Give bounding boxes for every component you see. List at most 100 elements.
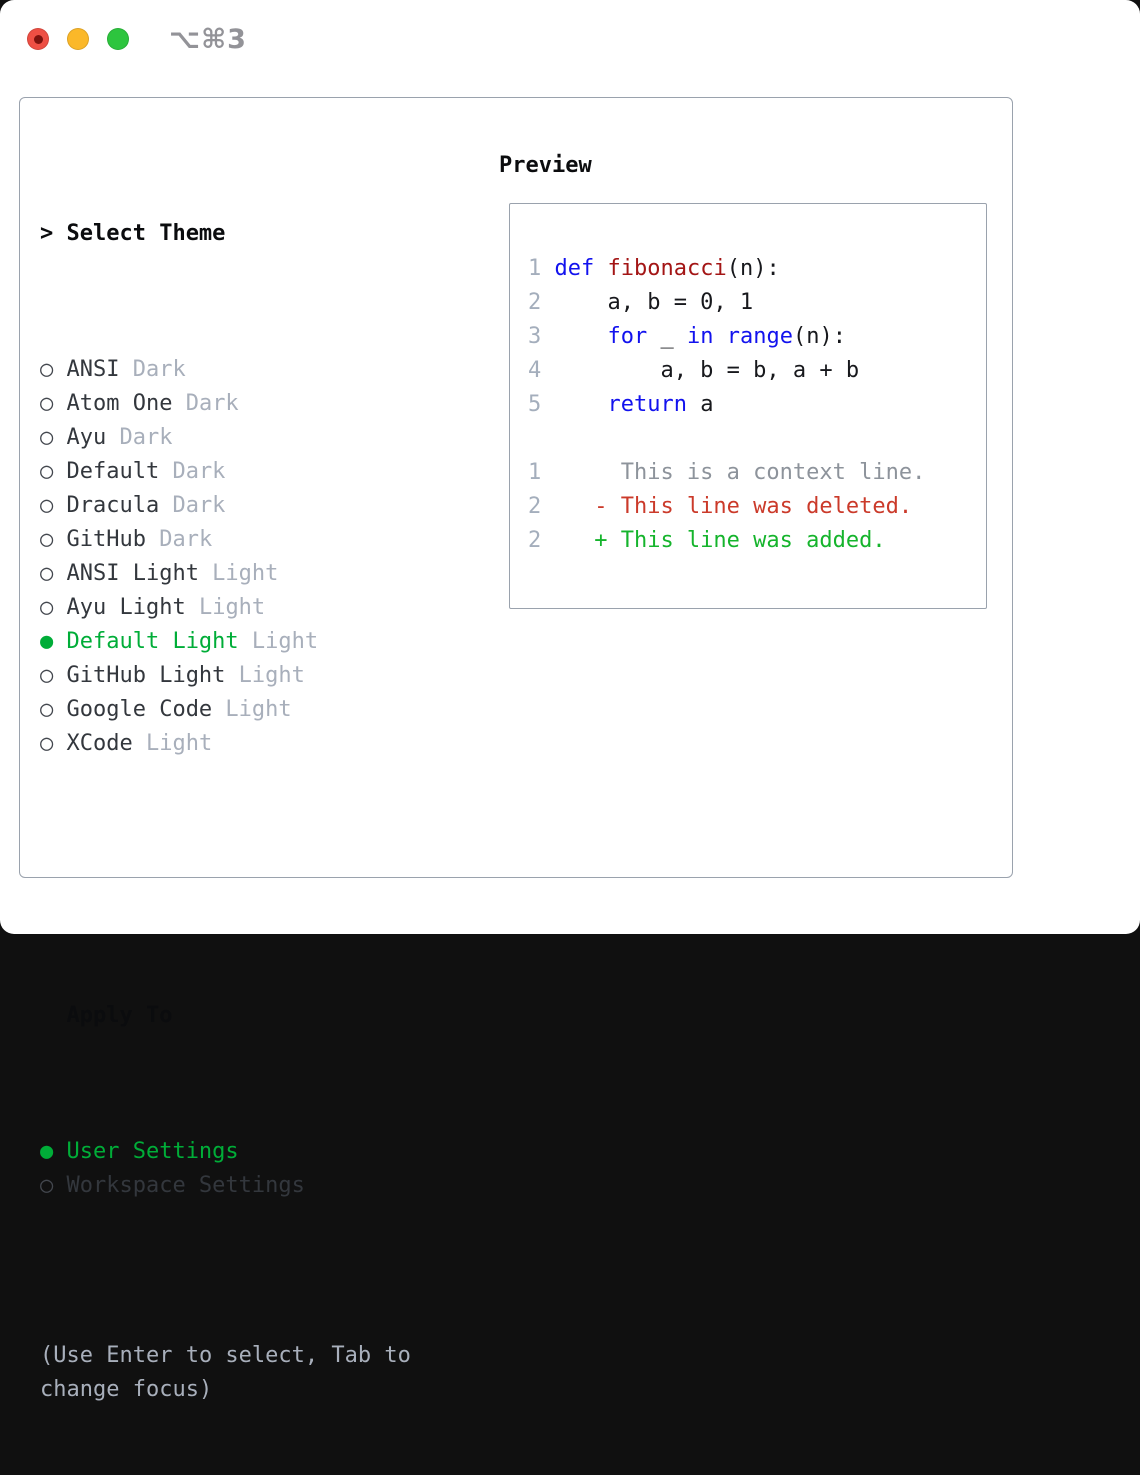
radio-icon: ○ [40,561,54,586]
theme-list: ○ANSI Dark○Atom One Dark○Ayu Dark○Defaul… [40,353,452,761]
theme-name: GitHub [66,527,146,552]
theme-name: Ayu [66,425,107,450]
theme-option-dracula[interactable]: ○Dracula Dark [40,489,452,523]
code-token [554,324,607,349]
code-token: (n): [792,324,846,349]
radio-icon: ○ [40,595,54,620]
theme-option-ansi[interactable]: ○ ANSI Dark [40,353,452,387]
code-token: a, b = b, a + b [554,358,860,383]
theme-variant: Dark [159,459,226,484]
code-token: a [686,392,714,417]
code-token: a, b = 0, 1 [554,290,754,315]
theme-option-google-code[interactable]: ○ Google Code Light [40,693,452,727]
code-token: return [607,392,687,417]
focus-caret-icon: > [40,221,54,246]
close-button[interactable] [27,28,49,50]
theme-option-default-light[interactable]: ● Default Light Light [40,625,452,659]
window: ⌥⌘3 >Select Theme ○ANSI Dark○Atom One Da… [0,0,1140,1402]
code-token: in [686,324,714,349]
theme-name: Default Light [66,629,239,654]
line-number: 4 [528,358,542,383]
apply-option-label: User Settings [66,1139,239,1164]
theme-option-xcode[interactable]: ○ XCode Light [40,727,452,761]
radio-icon: ○ [40,459,54,484]
apply-option-user-settings[interactable]: ● User Settings [40,1135,452,1169]
line-number: 1 [528,460,542,485]
diff-text: + This line was added. [554,528,886,553]
theme-option-github-light[interactable]: ○ GitHub Light Light [40,659,452,693]
radio-selected-icon: ● [40,1139,54,1164]
theme-name: GitHub Light [66,663,226,688]
diff-line-deleted: 2 - This line was deleted. [528,490,986,524]
apply-option-label: Workspace Settings [66,1173,305,1198]
code-token [594,256,607,281]
theme-variant: Light [225,663,305,688]
code-line: 3 for _ in range(n): [528,320,986,354]
blank-line [528,422,986,456]
theme-option-atom-one[interactable]: ○Atom One Dark [40,387,452,421]
code-line: 4 a, b = b, a + b [528,354,986,388]
line-number: 1 [528,256,542,281]
theme-variant: Dark [119,357,186,382]
theme-option-default[interactable]: ○ Default Dark [40,455,452,489]
diff-line-added: 2 + This line was added. [528,524,986,558]
line-number: 2 [528,494,542,519]
code-token: for [607,324,648,349]
radio-icon: ○ [40,425,54,450]
radio-selected-icon: ● [40,629,54,654]
code-line: 5 return a [528,388,986,422]
code-token: (n): [726,256,780,281]
theme-selector: >Select Theme ○ANSI Dark○Atom One Dark○A… [40,149,452,1475]
radio-icon: ○ [40,697,54,722]
code-token [713,324,726,349]
zoom-button[interactable] [107,28,129,50]
theme-name: Ayu Light [66,595,186,620]
theme-name: ANSI Light [66,561,199,586]
line-number: 2 [528,290,542,315]
preview-title: Preview [499,153,592,178]
theme-variant: Light [198,561,279,586]
titlebar: ⌥⌘3 [27,24,247,55]
theme-name: XCode [66,731,133,756]
apply-option-workspace-settings[interactable]: ○ Workspace Settings [40,1169,452,1203]
theme-option-ayu[interactable]: ○ Ayu Dark [40,421,452,455]
radio-icon: ○ [40,731,54,756]
theme-variant: Dark [145,527,213,552]
window-shortcut-label: ⌥⌘3 [169,23,247,55]
theme-option-ansi-light[interactable]: ○ ANSI Light Light [40,557,452,591]
line-number: 5 [528,392,542,417]
line-number: 3 [528,324,542,349]
theme-variant: Dark [159,493,226,518]
code-line: 2 a, b = 0, 1 [528,286,986,320]
theme-name: Default [66,459,160,484]
radio-icon: ○ [40,663,54,688]
theme-option-github[interactable]: ○ GitHub Dark [40,523,452,557]
select-theme-title: Select Theme [66,221,226,246]
theme-variant: Light [238,629,319,654]
spacer [40,863,452,897]
radio-icon: ○ [40,357,54,382]
code-token: range [726,324,793,349]
apply-to-title: Apply To [66,1003,173,1028]
main-panel: >Select Theme ○ANSI Dark○Atom One Dark○A… [19,97,1013,1402]
theme-variant: Dark [172,391,239,416]
theme-name: Google Code [66,697,213,722]
radio-icon: ○ [40,527,54,552]
code-token: _ [647,324,687,349]
theme-variant: Light [212,697,292,722]
theme-name: Atom One [66,391,173,416]
diff-text: This is a context line. [554,460,926,485]
theme-option-ayu-light[interactable]: ○Ayu Light Light [40,591,452,625]
minimize-button[interactable] [67,28,89,50]
theme-name: Dracula [66,493,160,518]
theme-variant: Light [132,731,213,756]
apply-to-list: ● User Settings ○ Workspace Settings [40,1135,452,1203]
radio-icon: ○ [40,1173,54,1198]
diff-text: - This line was deleted. [554,494,913,519]
theme-variant: Dark [106,425,173,450]
code-token: fibonacci [607,256,727,281]
select-theme-header: > Select Theme [40,217,452,251]
theme-name: ANSI [66,357,120,382]
